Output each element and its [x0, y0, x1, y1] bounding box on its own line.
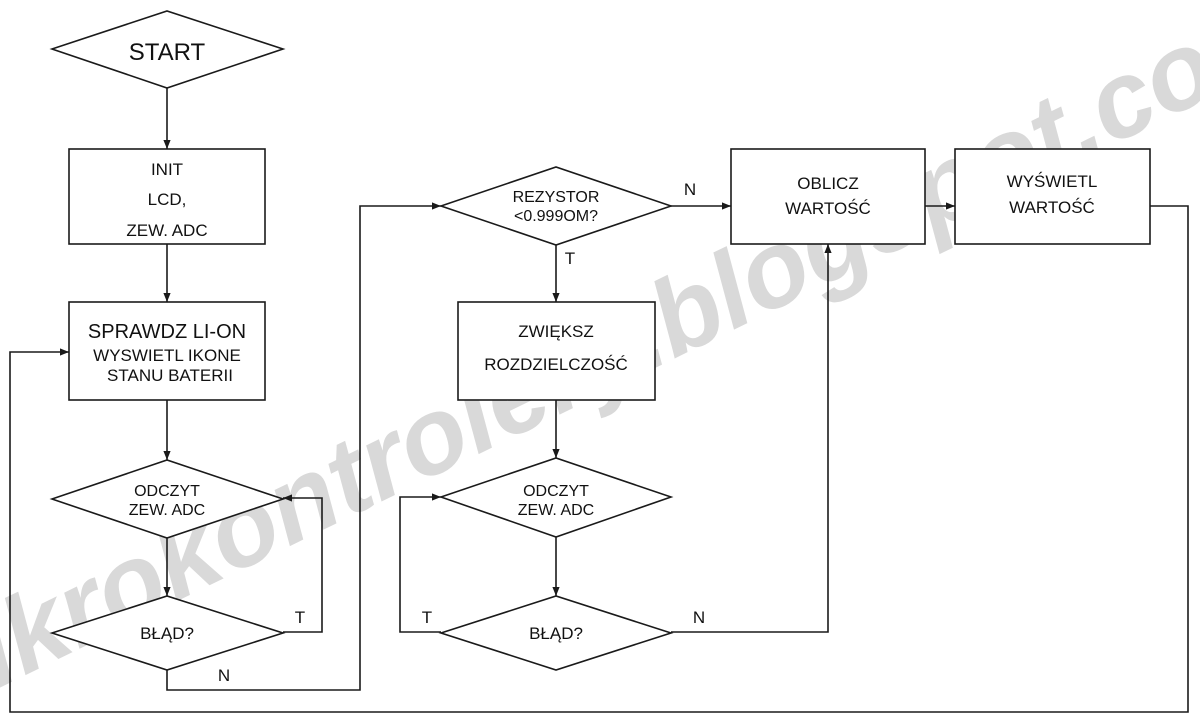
init-label-line-2: LCD, [148, 190, 187, 209]
error-1-decision [49, 595, 286, 671]
error-1-no-label: N [218, 666, 230, 685]
calculate-process [730, 148, 926, 245]
check-battery-process [68, 301, 266, 401]
read-adc-1-label-line-1: ODCZYT [134, 483, 200, 500]
edge-error2-no-to-calculate [671, 244, 832, 633]
resistor-check-label-line-2: <0.999OM? [514, 208, 598, 225]
display-label-line-1: WYŚWIETL [1007, 172, 1098, 191]
resistor-no-label: N [684, 180, 696, 199]
resistor-check-decision [438, 166, 674, 246]
read-adc-1-label-line-2: ZEW. ADC [129, 502, 205, 519]
init-label-line-1: INIT [151, 160, 183, 179]
edge-display-back-to-check [9, 205, 1189, 713]
display-label-line-2: WARTOŚĆ [1009, 198, 1095, 217]
read-adc-2-label-line-1: ODCZYT [523, 483, 589, 500]
read-adc-1-decision [49, 459, 286, 539]
display-process [954, 148, 1151, 245]
calculate-label-line-1: OBLICZ [797, 174, 858, 193]
increase-resolution-label-line-1: ZWIĘKSZ [518, 322, 594, 341]
error-1-label: BŁĄD? [140, 624, 194, 643]
error-2-yes-label: T [422, 608, 432, 627]
check-battery-label-line-1: SPRAWDZ LI-ON [88, 321, 246, 343]
check-battery-label-line-2: WYSWIETL IKONE [93, 346, 241, 365]
read-adc-2-label-line-2: ZEW. ADC [518, 502, 594, 519]
error-2-label: BŁĄD? [529, 624, 583, 643]
start-label: START [129, 39, 206, 66]
edge-error1-no-to-resistor [166, 202, 441, 691]
error-1-yes-label: T [295, 608, 305, 627]
edge-error2-yes-loop [399, 493, 441, 633]
read-adc-2-decision [438, 457, 674, 538]
calculate-label-line-2: WARTOŚĆ [785, 199, 871, 218]
init-label-line-3: ZEW. ADC [126, 221, 207, 240]
increase-resolution-process [457, 301, 656, 401]
resistor-yes-label: T [565, 249, 575, 268]
start-terminal [49, 10, 286, 89]
edge-error1-yes-loop [283, 494, 323, 633]
resistor-check-label-line-1: REZYSTOR [513, 189, 600, 206]
check-battery-label-line-3: STANU BATERII [107, 366, 233, 385]
increase-resolution-label-line-2: ROZDZIELCZOŚĆ [484, 355, 628, 374]
error-2-decision [438, 595, 674, 671]
init-process [68, 148, 266, 245]
error-2-no-label: N [693, 608, 705, 627]
